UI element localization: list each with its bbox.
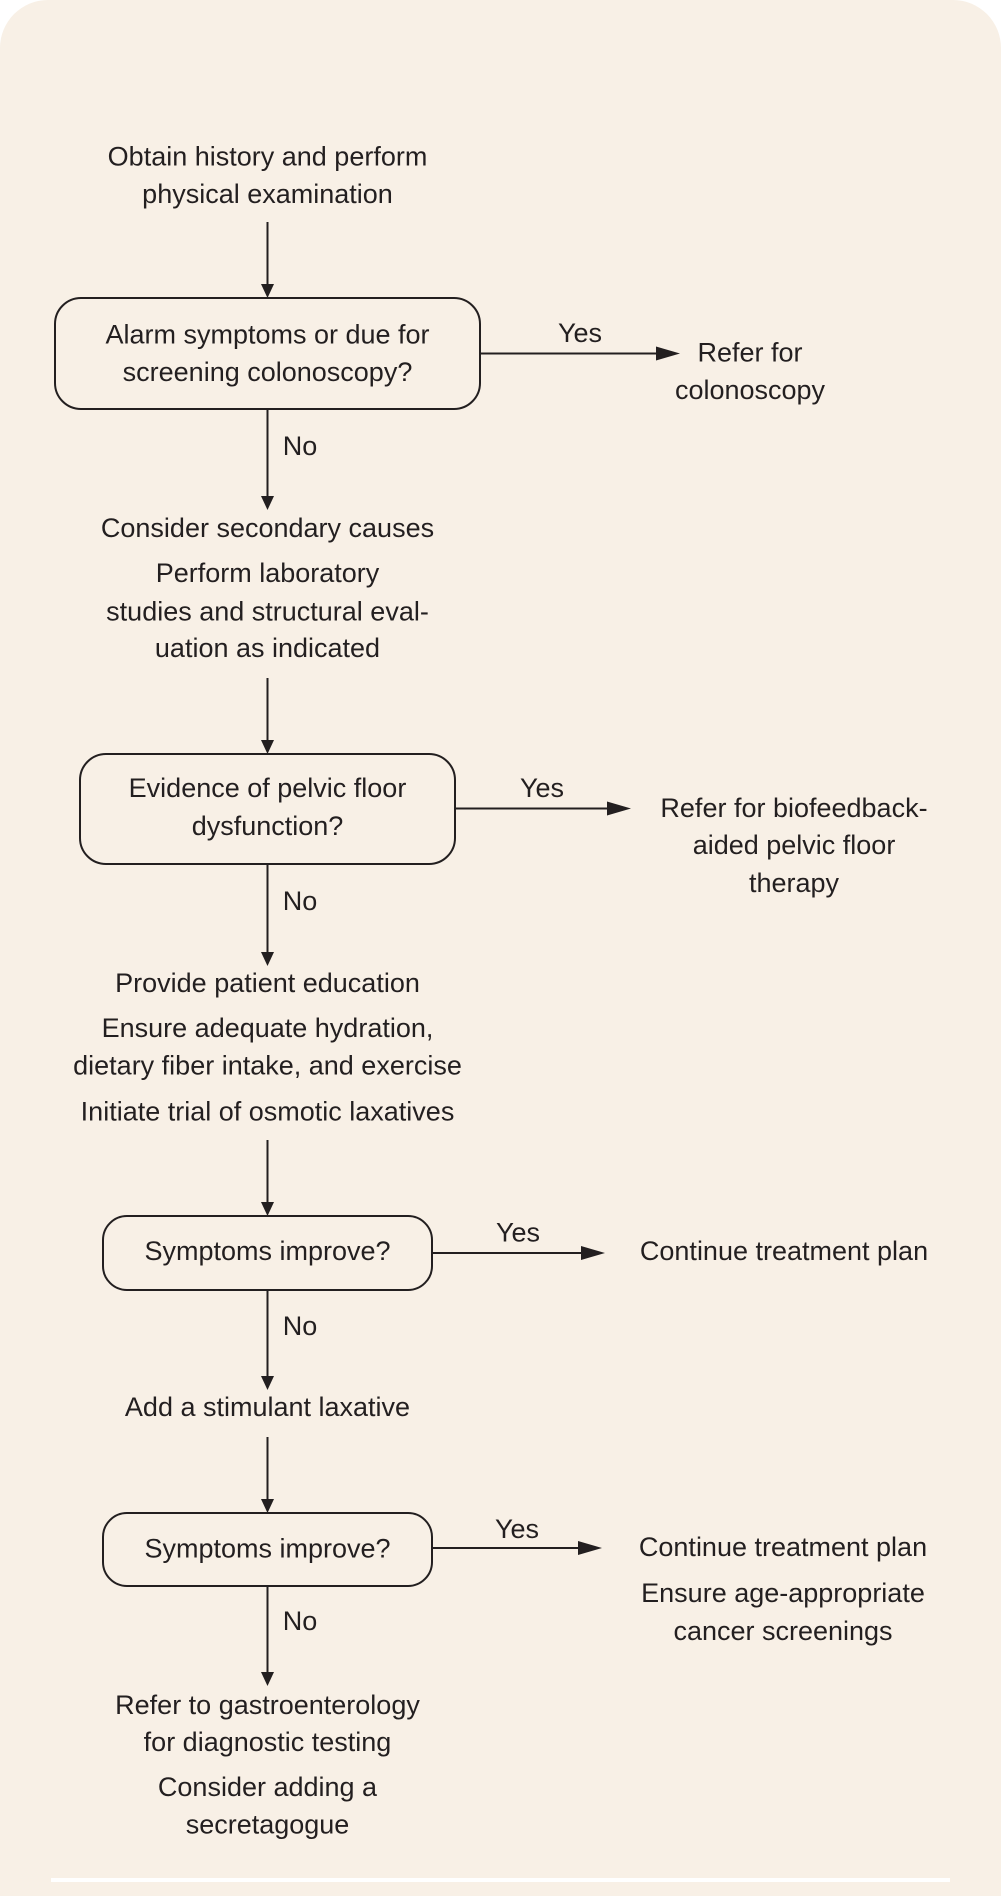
outcome-text-line: Ensure age-appropriate <box>641 1578 925 1608</box>
final-text-line: Refer to gastroenterology <box>115 1690 420 1720</box>
decision4-yes-outcome: Continue treatment plan Ensure age-appro… <box>639 1532 927 1646</box>
outcome-text-line: Refer for <box>697 338 802 368</box>
decision4-yes-arrow: Yes <box>432 1514 602 1555</box>
step2-node: Consider secondary causes Perform labora… <box>101 513 434 663</box>
no-label: No <box>283 431 318 461</box>
step2-text-line: uation as indicated <box>155 633 380 663</box>
yes-label: Yes <box>520 773 564 803</box>
decision3-box: Symptoms improve? <box>102 1215 433 1291</box>
final-text-line: secretagogue <box>186 1810 350 1840</box>
outcome-text-line: aided pelvic floor <box>693 830 896 860</box>
step3-node: Provide patient education Ensure adequat… <box>73 968 462 1127</box>
step4-text-line: Add a stimulant laxative <box>125 1392 410 1422</box>
decision4-box: Symptoms improve? <box>102 1512 433 1587</box>
outcome-text-line: colonoscopy <box>675 375 826 405</box>
step3-text-line: dietary fiber intake, and exercise <box>73 1051 462 1081</box>
yes-label: Yes <box>495 1514 539 1544</box>
outcome-text-line: Continue treatment plan <box>639 1532 927 1562</box>
outcome-text-line: therapy <box>749 868 840 898</box>
decision1-yes-outcome: Refer for colonoscopy <box>675 338 826 406</box>
decision1-yes-arrow: Yes <box>480 318 680 361</box>
decision2-yes-outcome: Refer for biofeedback- aided pelvic floo… <box>660 793 927 898</box>
decision4-no-arrow: No <box>261 1586 317 1686</box>
arrow-start-to-decision1 <box>261 222 274 298</box>
decision1-text-line: screening colonoscopy? <box>123 357 413 387</box>
decision4-text-line: Symptoms improve? <box>144 1534 390 1564</box>
decision1-no-arrow: No <box>261 409 317 510</box>
decision3-text-line: Symptoms improve? <box>144 1236 390 1266</box>
outcome-text-line: Continue treatment plan <box>640 1236 928 1266</box>
step2-text-line: Consider secondary causes <box>101 513 434 543</box>
yes-label: Yes <box>496 1218 540 1248</box>
decision1-box: Alarm symptoms or due for screening colo… <box>54 297 481 410</box>
arrow-step2-to-decision2 <box>261 678 274 754</box>
no-label: No <box>283 1311 318 1341</box>
bottom-divider <box>51 1878 950 1882</box>
step3-text-line: Provide patient education <box>115 968 420 998</box>
arrow-step4-to-decision4 <box>261 1437 274 1513</box>
yes-label: Yes <box>558 318 602 348</box>
decision2-text-line: dysfunction? <box>192 811 344 841</box>
start-text-line: physical examination <box>142 179 393 209</box>
no-label: No <box>283 1606 318 1636</box>
outcome-text-line: Refer for biofeedback- <box>660 793 927 823</box>
step2-text-line: studies and structural eval- <box>106 597 429 627</box>
decision3-yes-outcome: Continue treatment plan <box>640 1236 928 1266</box>
final-node: Refer to gastroenterology for diagnostic… <box>115 1690 420 1840</box>
step4-node: Add a stimulant laxative <box>125 1392 410 1422</box>
outcome-text-line: cancer screenings <box>673 1616 892 1646</box>
start-node: Obtain history and perform physical exam… <box>108 142 428 210</box>
no-label: No <box>283 886 318 916</box>
decision2-yes-arrow: Yes <box>455 773 631 816</box>
decision2-no-arrow: No <box>261 864 317 966</box>
arrow-step3-to-decision3 <box>261 1140 274 1216</box>
step3-text-line: Ensure adequate hydration, <box>102 1013 434 1043</box>
decision3-no-arrow: No <box>261 1290 317 1390</box>
step2-text-line: Perform laboratory <box>156 558 380 588</box>
final-text-line: Consider adding a <box>158 1772 378 1802</box>
start-text-line: Obtain history and perform <box>108 142 428 172</box>
decision1-text-line: Alarm symptoms or due for <box>105 320 429 350</box>
step3-text-line: Initiate trial of osmotic laxatives <box>81 1097 455 1127</box>
decision2-box: Evidence of pelvic floor dysfunction? <box>79 753 456 865</box>
decision3-yes-arrow: Yes <box>432 1218 605 1260</box>
final-text-line: for diagnostic testing <box>144 1727 392 1757</box>
decision2-text-line: Evidence of pelvic floor <box>129 773 407 803</box>
